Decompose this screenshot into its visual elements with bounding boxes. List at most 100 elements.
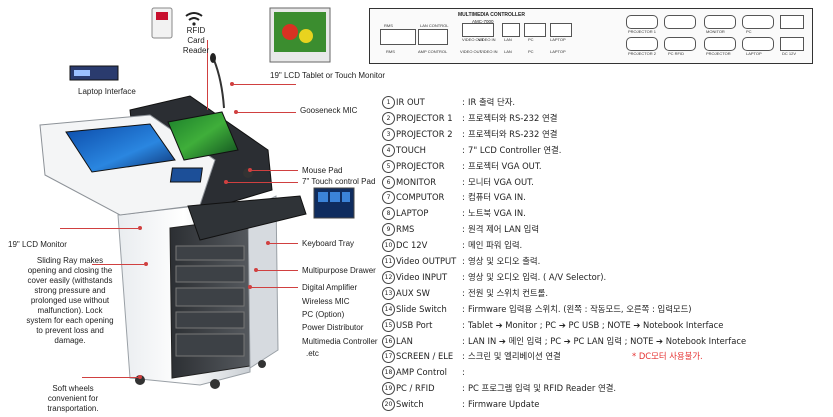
connector-db9-2 — [664, 15, 696, 29]
leader-dot — [254, 268, 258, 272]
spec-number: 10 — [382, 239, 395, 253]
label-touch-pad: 7" Touch control Pad — [302, 177, 376, 186]
port-label: LAPTOP — [550, 49, 566, 54]
spec-separator: : — [462, 112, 465, 123]
port-label: RMS — [384, 23, 393, 28]
spec-separator: : — [462, 335, 465, 346]
spec-separator: : — [462, 303, 465, 314]
spec-separator: : — [462, 351, 465, 362]
port-label: RMS — [386, 49, 395, 54]
connector-vga-3 — [626, 37, 658, 51]
spec-description: 메인 파워 입력. — [468, 240, 523, 251]
spec-name: USB Port — [396, 319, 433, 330]
spec-number: 12 — [382, 270, 395, 284]
spec-description: 전원 및 스위치 컨트롤. — [468, 287, 548, 298]
port-label: PC — [528, 37, 534, 42]
spec-name: LAPTOP — [396, 208, 429, 219]
panel-model: AMC-7000 — [472, 19, 494, 24]
label-multipurpose-drawer: Multipurpose Drawer — [302, 266, 376, 275]
leader-dot — [230, 82, 234, 86]
label-pc-option: PC (Option) — [302, 310, 345, 319]
connector-vga-4 — [664, 37, 696, 51]
port-label: VIDEO IN — [480, 49, 498, 54]
connector-db9-1 — [626, 15, 658, 29]
spec-description: LAN IN ➔ 메인 입력 ; PC ➔ PC LAN 입력 ; NOTE ➔… — [468, 335, 747, 346]
port-label: VIDEO OUT — [462, 37, 485, 42]
leader-line — [232, 84, 296, 85]
spec-separator: : — [462, 128, 465, 139]
spec-description: 컴퓨터 VGA IN. — [468, 192, 526, 203]
connector-vga-1 — [704, 15, 736, 29]
leader-line — [82, 377, 138, 378]
leader-line — [268, 243, 298, 244]
spec-name: DC 12V — [396, 240, 428, 251]
spec-name: TOUCH — [396, 144, 426, 155]
port-label: AMP CONTROL — [418, 49, 448, 54]
spec-description: 노트북 VGA IN. — [468, 208, 526, 219]
spec-name: PC / RFID — [396, 383, 435, 394]
label-rfid-card-reader: RFID Card Reader — [182, 26, 210, 55]
leader-line — [92, 264, 144, 265]
spec-number: 8 — [382, 207, 395, 221]
leader-dot — [266, 241, 270, 245]
spec-number: 18 — [382, 366, 395, 380]
leader-dot — [248, 285, 252, 289]
label-power-distributor: Power Distributor — [302, 323, 364, 332]
spec-description: 프로젝터와 RS-232 연결 — [468, 112, 558, 123]
spec-separator: : — [462, 383, 465, 394]
panel-title: MULTIMEDIA CONTROLLER — [458, 12, 525, 18]
connector-vga-6 — [742, 37, 774, 51]
spec-separator: : — [462, 319, 465, 330]
leader-dot — [138, 226, 142, 230]
label-digital-amplifier: Digital Amplifier — [302, 283, 358, 292]
connector-ir-out — [780, 15, 804, 29]
leader-dot — [224, 180, 228, 184]
port-label: PC RFID — [668, 51, 684, 56]
spec-number: 13 — [382, 286, 395, 300]
spec-separator: : — [462, 271, 465, 282]
spec-number: 4 — [382, 143, 395, 157]
spec-description: 모니터 VGA OUT. — [468, 176, 534, 187]
spec-description: 7" LCD Controller 연결. — [468, 144, 562, 155]
port-label: LAPTOP — [550, 37, 566, 42]
spec-name: PROJECTOR 2 — [396, 128, 453, 139]
port-label: LAN CONTROL — [420, 23, 449, 28]
spec-number: 15 — [382, 318, 395, 332]
controller-rear-panel: MULTIMEDIA CONTROLLER AMC-7000 RMS LAN C… — [369, 8, 813, 64]
podium-illustration: RFID Card Reader 19" LCD Tablet or Touch… — [0, 0, 385, 417]
leader-line — [250, 287, 298, 288]
spec-number: 14 — [382, 302, 395, 316]
spec-description: 프로젝터와 RS-232 연결 — [468, 128, 558, 139]
spec-name: IR OUT — [396, 97, 425, 107]
spec-name: Video OUTPUT — [396, 256, 457, 266]
spec-description: 원격 제어 LAN 입력 — [468, 224, 540, 235]
leader-dot — [144, 262, 148, 266]
connector-lan2-top — [502, 23, 520, 37]
port-label: MONITOR — [706, 29, 725, 34]
spec-name: LAN — [396, 335, 413, 346]
port-label: LAN — [504, 49, 512, 54]
connector-dc12v — [780, 37, 804, 51]
leader-dot — [248, 168, 252, 172]
label-keyboard-tray: Keyboard Tray — [302, 239, 355, 248]
spec-separator: : — [462, 224, 465, 235]
spec-name: Switch — [396, 399, 424, 410]
spec-separator: : — [462, 399, 465, 410]
label-lcd-monitor: 19" LCD Monitor — [8, 240, 67, 249]
spec-description: IR 출력 단자. — [468, 97, 516, 107]
spec-number: 9 — [382, 223, 395, 237]
spec-separator: : — [462, 97, 465, 107]
port-label: PC — [746, 29, 752, 34]
spec-number: 20 — [382, 398, 395, 412]
spec-number: 11 — [382, 255, 395, 268]
spec-number: 3 — [382, 127, 395, 141]
label-wireless-mic: Wireless MIC — [302, 297, 350, 306]
connector-vga-2 — [742, 15, 774, 29]
spec-number: 19 — [382, 382, 395, 396]
spec-number: 5 — [382, 159, 395, 173]
spec-description: PC 프로그램 입력 및 RFID Reader 연결. — [468, 383, 617, 394]
port-label: DC 12V — [782, 51, 797, 56]
leader-line — [60, 228, 138, 229]
port-label: VIDEO IN — [478, 37, 496, 42]
connector-lan-top — [418, 29, 448, 45]
